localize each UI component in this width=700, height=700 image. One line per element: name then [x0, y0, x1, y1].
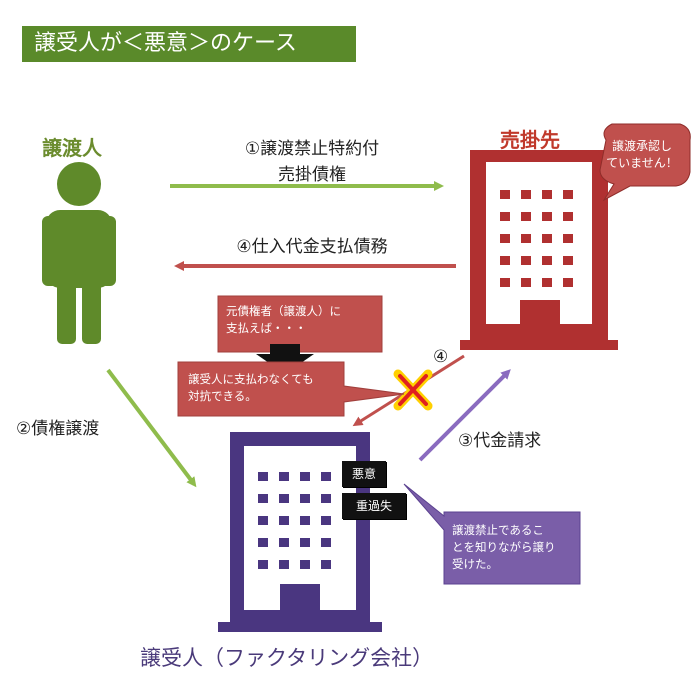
down-arrow-icon	[256, 344, 314, 374]
seller-bubble-text: 譲渡承認し ていません！	[600, 138, 684, 172]
arrow-1-label-line2: 売掛債権	[278, 165, 346, 185]
arrow-4-number: ④	[433, 347, 449, 367]
callout-red-1-line1: 元債権者（譲渡人）に	[226, 304, 341, 318]
arrow-4-label: ④仕入代金支払債務	[236, 237, 388, 257]
speech-bubble	[599, 123, 691, 202]
arrow-3	[418, 369, 511, 462]
callout-red-1-line2: 支払えば・・・	[226, 321, 307, 335]
building-icon	[460, 150, 618, 350]
arrow-3-label: ③代金請求	[458, 431, 542, 451]
arrow-1-label-line1: ①譲渡禁止特約付	[244, 139, 380, 159]
callout-purple	[403, 483, 581, 585]
callout-red-2-line2: 対抗できる。	[188, 389, 257, 403]
callout-red-1-text: 元債権者（譲渡人）に 支払えば・・・	[226, 303, 376, 337]
callout-purple-line1: 譲渡禁止であるこ	[452, 523, 544, 537]
callout-purple-text: 譲渡禁止であるこ とを知りながら譲り 受けた。	[452, 522, 570, 573]
callout-red-2-line1: 譲受人に支払わなくても	[188, 372, 314, 386]
seller-label: 売掛先	[500, 128, 560, 152]
callout-red-2	[177, 361, 405, 417]
seller-bubble-line1: 譲渡承認し	[611, 139, 672, 153]
cross-icon	[393, 369, 433, 411]
transferee-label: 譲受人（ファクタリング会社）	[140, 646, 434, 670]
transferor-label: 譲渡人	[42, 136, 102, 160]
arrow-1-label: ①譲渡禁止特約付 売掛債権	[212, 136, 412, 188]
callout-red-2-text: 譲受人に支払わなくても 対抗できる。	[188, 371, 338, 405]
seller-bubble-line2: ていません！	[606, 156, 678, 170]
tag-gross-negligence: 重過失	[342, 493, 406, 519]
diagram-title: 譲受人が＜悪意＞のケース	[22, 26, 356, 62]
tag-bad-faith: 悪意	[342, 461, 386, 487]
arrow-2-label: ②債権譲渡	[16, 419, 100, 439]
arrow-2	[106, 368, 197, 488]
callout-purple-line3: 受けた。	[452, 557, 498, 571]
person-icon	[42, 162, 116, 344]
callout-purple-line2: とを知りながら譲り	[452, 540, 556, 554]
